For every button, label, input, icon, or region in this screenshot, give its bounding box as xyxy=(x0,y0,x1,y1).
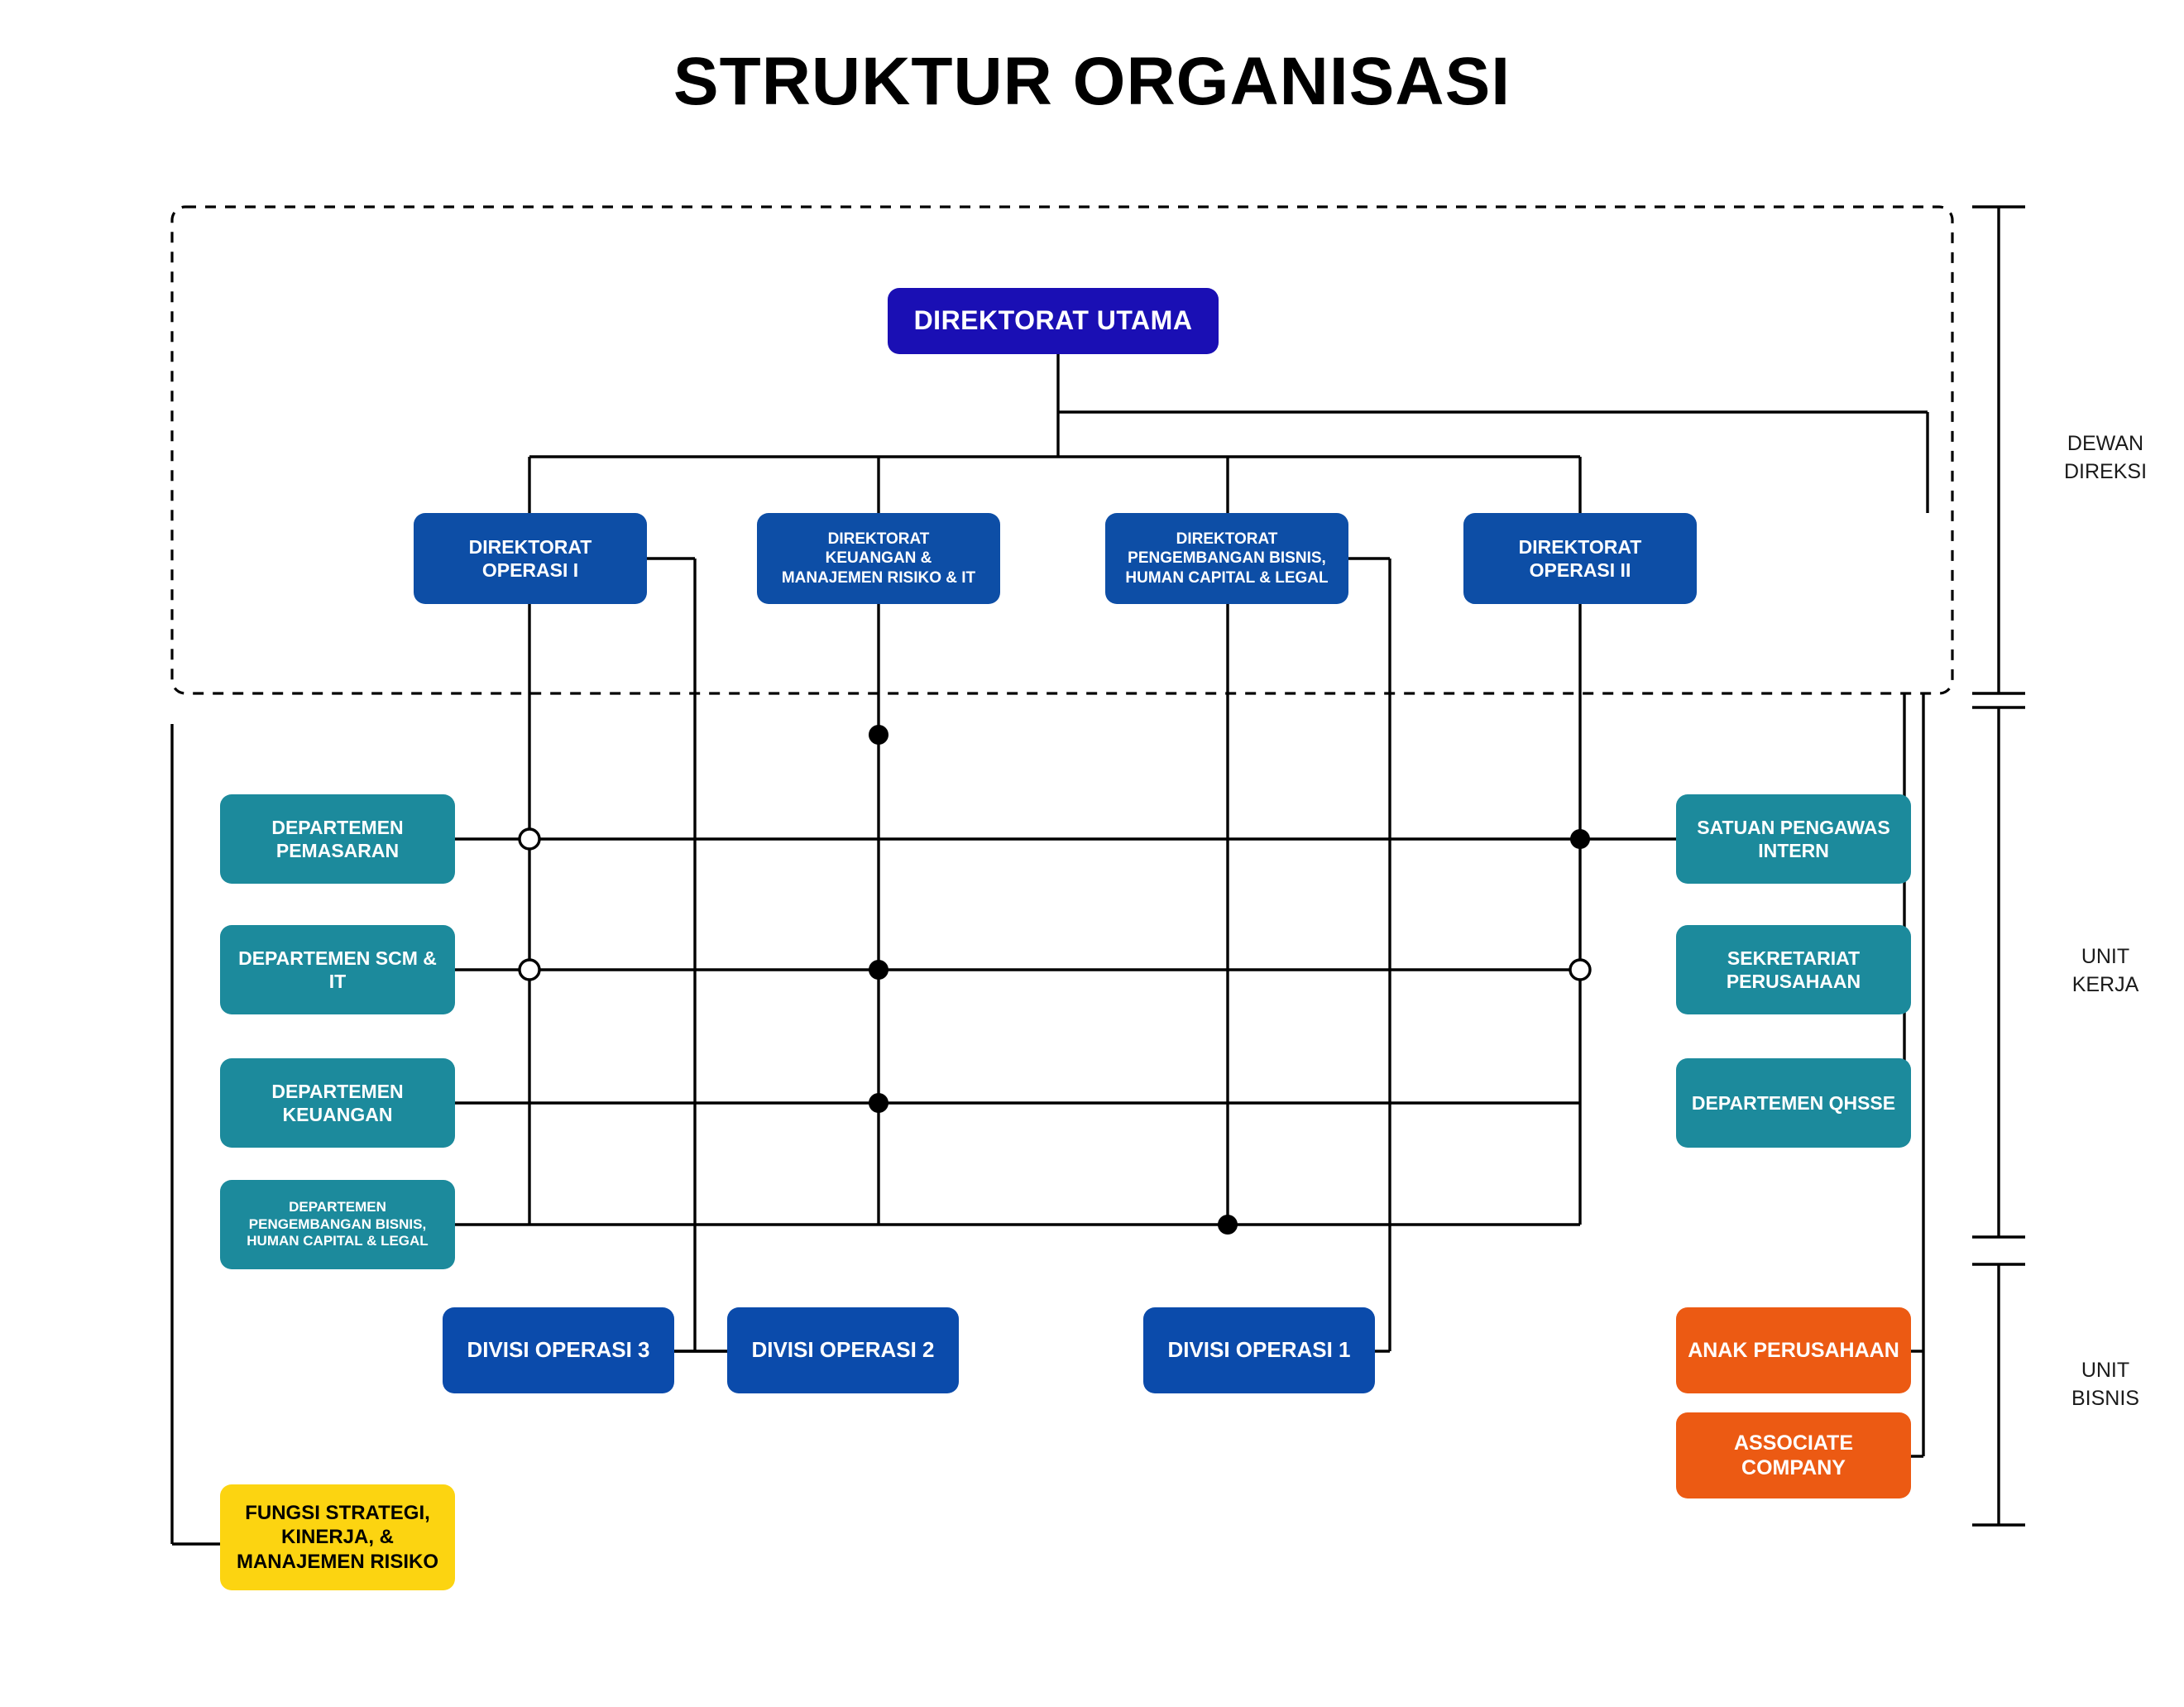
node-divisi-operasi-1[interactable]: DIVISI OPERASI 1 xyxy=(1143,1307,1375,1393)
junction-hollow xyxy=(518,958,541,981)
bracket-unit-bisnis xyxy=(1972,1263,2025,1527)
node-direktorat-utama[interactable]: DIREKTORAT UTAMA xyxy=(888,288,1219,354)
bracket-unit-kerja xyxy=(1972,706,2025,1239)
junction-hollow xyxy=(1569,958,1592,981)
node-label: DIVISI OPERASI 2 xyxy=(751,1337,935,1363)
node-label: FUNGSI STRATEGI,KINERJA, &MANAJEMEN RISI… xyxy=(236,1502,439,1573)
junction-filled xyxy=(1218,1215,1238,1235)
node-label: DIVISI OPERASI 3 xyxy=(467,1337,650,1363)
bracket-dewan-direksi xyxy=(1972,205,2025,695)
node-label: ANAK PERUSAHAAN xyxy=(1688,1338,1899,1362)
node-divisi-operasi-2[interactable]: DIVISI OPERASI 2 xyxy=(727,1307,959,1393)
node-label: DIREKTORAT UTAMA xyxy=(913,305,1193,336)
junction-filled xyxy=(869,725,888,745)
node-label: ASSOCIATE COMPANY xyxy=(1734,1431,1853,1480)
junction-markers xyxy=(518,725,1592,1235)
junction-hollow xyxy=(518,827,541,851)
junction-filled xyxy=(869,960,888,980)
node-anak-perusahaan[interactable]: ANAK PERUSAHAAN xyxy=(1676,1307,1911,1393)
node-departemen-scm-it[interactable]: DEPARTEMEN SCM &IT xyxy=(220,925,455,1014)
node-label: DIVISI OPERASI 1 xyxy=(1167,1337,1351,1363)
node-departemen-qhsse[interactable]: DEPARTEMEN QHSSE xyxy=(1676,1058,1911,1148)
dewan-direksi-dashed-frame xyxy=(170,205,1954,695)
node-label: DEPARTEMEN SCM &IT xyxy=(238,947,437,992)
node-fungsi-strategi-kinerja-manajemen-risiko[interactable]: FUNGSI STRATEGI,KINERJA, &MANAJEMEN RISI… xyxy=(220,1484,455,1590)
page-title: STRUKTUR ORGANISASI xyxy=(673,44,1511,119)
node-label: DEPARTEMEN QHSSE xyxy=(1691,1091,1896,1114)
node-associate-company[interactable]: ASSOCIATE COMPANY xyxy=(1676,1412,1911,1498)
junction-filled xyxy=(869,1093,888,1113)
junction-filled xyxy=(1570,829,1590,849)
node-divisi-operasi-3[interactable]: DIVISI OPERASI 3 xyxy=(443,1307,674,1393)
